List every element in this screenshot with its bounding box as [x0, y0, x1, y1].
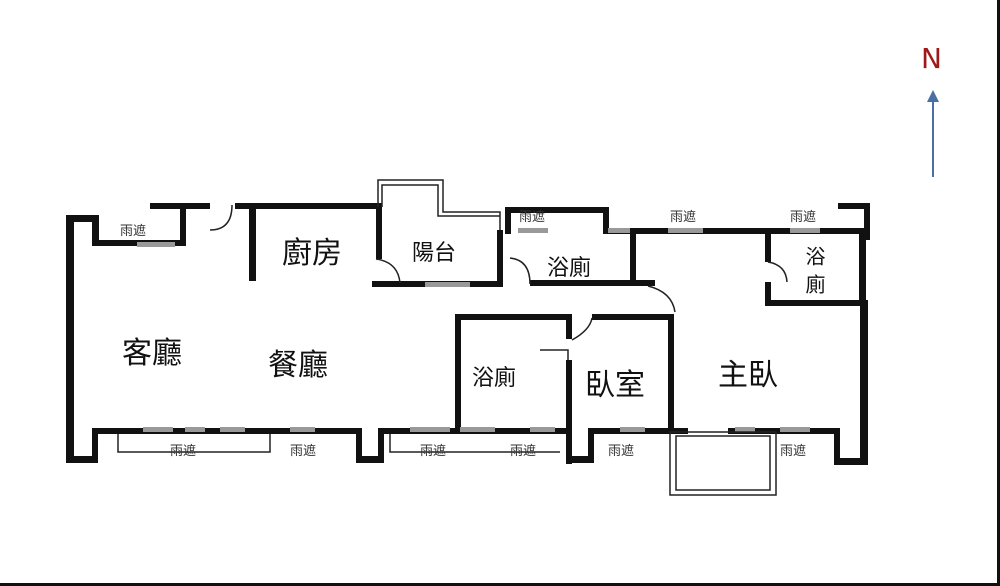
wall	[356, 428, 362, 463]
thin-outlines	[117, 179, 788, 496]
wall	[356, 456, 383, 463]
wall	[497, 230, 503, 287]
wall	[834, 428, 840, 465]
wall	[150, 203, 186, 209]
window-mark	[220, 427, 245, 432]
wall	[249, 203, 256, 281]
frame-bottom	[0, 583, 1000, 586]
wall	[566, 360, 572, 464]
compass-arrow	[927, 90, 939, 177]
wall	[603, 228, 870, 234]
wall	[765, 300, 865, 306]
wall	[566, 314, 572, 339]
wall	[530, 280, 655, 286]
wall	[92, 215, 99, 245]
balcony-label: 陽台	[412, 241, 457, 266]
window-mark	[137, 242, 175, 247]
window-mark	[460, 427, 495, 432]
window-mark	[425, 282, 470, 287]
canopy-label: 雨遮	[120, 224, 147, 239]
window-mark	[790, 228, 820, 233]
wall	[838, 203, 870, 209]
wall	[66, 215, 96, 222]
wall	[455, 314, 570, 320]
wall	[455, 314, 461, 434]
bedroom-label: 臥室	[585, 368, 645, 403]
wall	[235, 203, 378, 209]
window-mark	[410, 427, 450, 432]
wall	[376, 203, 382, 259]
canopy-label: 雨遮	[290, 444, 317, 459]
canopy-label: 雨遮	[780, 444, 807, 459]
bathroom-master-label: 浴廁	[802, 246, 826, 302]
wall	[859, 234, 866, 306]
wall	[765, 282, 771, 306]
window-mark	[518, 228, 548, 233]
window-mark	[290, 427, 315, 432]
canopy-label: 雨遮	[519, 210, 546, 225]
living-room-label: 客廳	[122, 336, 182, 371]
wall	[765, 228, 771, 262]
window-mark	[735, 427, 755, 432]
bathroom-north-label: 浴廁	[547, 256, 592, 281]
wall	[505, 207, 608, 213]
bathroom-middle-label: 浴廁	[472, 366, 517, 391]
wall	[505, 207, 511, 234]
canopy-label: 雨遮	[608, 444, 635, 459]
window-marks	[137, 228, 820, 432]
wall	[588, 428, 594, 463]
window-mark	[608, 228, 630, 233]
wall	[66, 456, 96, 463]
wall	[603, 207, 609, 234]
window-mark	[780, 427, 810, 432]
canopy-label: 雨遮	[670, 210, 697, 225]
wall	[834, 458, 868, 465]
wall	[592, 314, 674, 320]
window-mark	[185, 427, 205, 432]
window-mark	[668, 228, 703, 233]
walls	[66, 203, 870, 465]
window-mark	[620, 427, 645, 432]
canopy-label: 雨遮	[170, 444, 197, 459]
wall	[630, 228, 636, 286]
wall	[185, 203, 210, 209]
dining-room-label: 餐廳	[268, 348, 328, 383]
wall	[566, 456, 592, 463]
north-label: N	[921, 42, 942, 75]
wall	[180, 203, 186, 246]
master-bedroom-label: 主臥	[718, 358, 778, 393]
wall	[92, 428, 98, 463]
kitchen-label: 廚房	[282, 236, 342, 271]
frame-right	[997, 0, 1000, 586]
wall	[378, 428, 384, 463]
wall	[860, 300, 868, 465]
wall	[668, 314, 674, 432]
canopy-label: 雨遮	[420, 444, 447, 459]
canopy-label: 雨遮	[790, 210, 817, 225]
wall	[864, 203, 870, 240]
window-mark	[530, 427, 555, 432]
wall	[66, 215, 74, 463]
canopy-label: 雨遮	[510, 444, 537, 459]
window-mark	[143, 427, 173, 432]
